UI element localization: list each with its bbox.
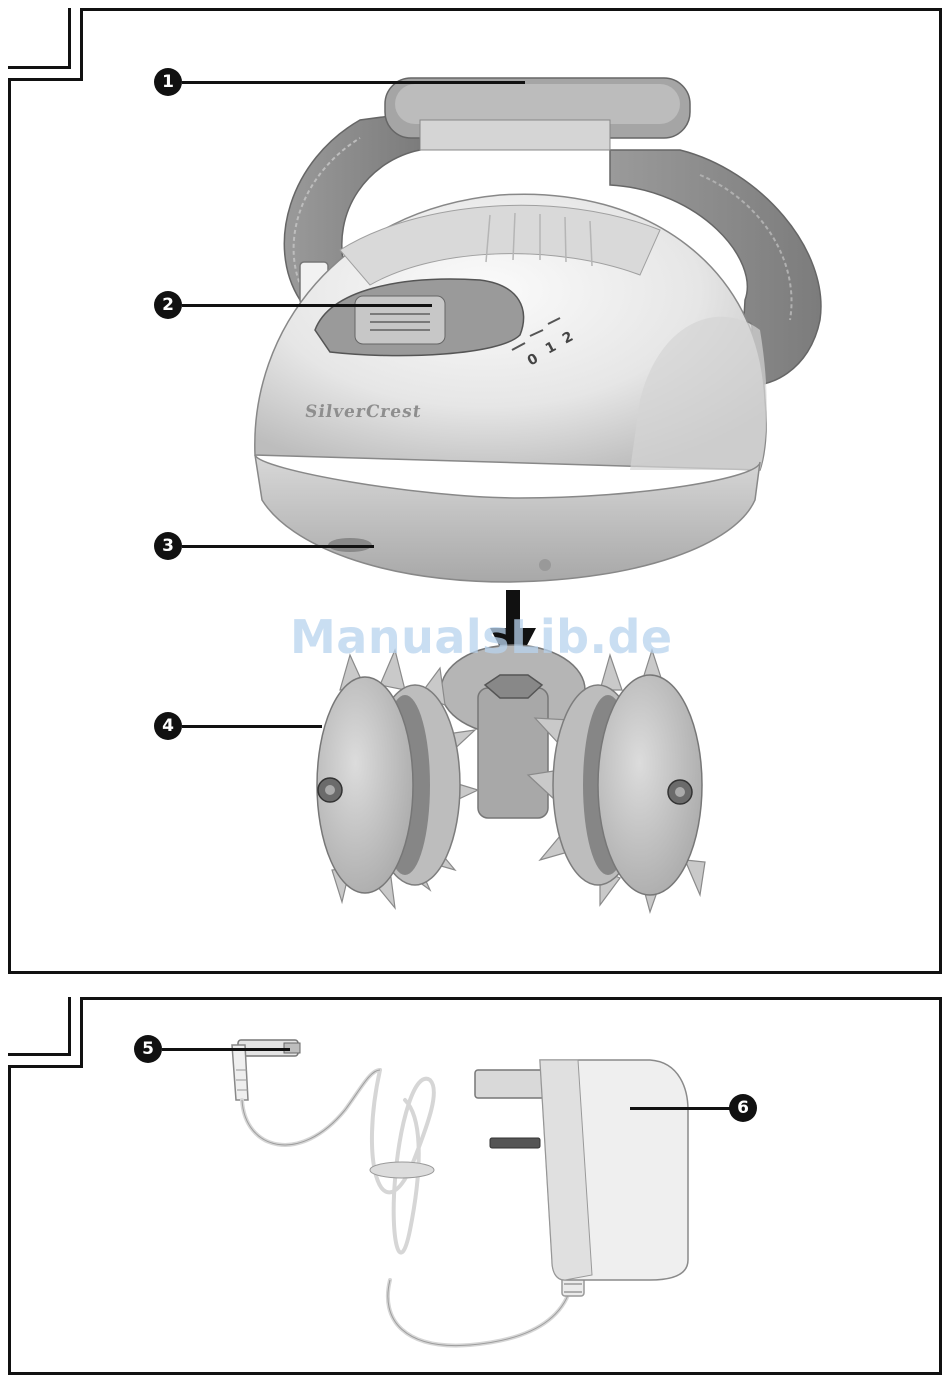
- leader-line-4: [182, 725, 322, 728]
- callout-2: 2: [154, 291, 182, 319]
- roller-attachment: [317, 645, 705, 912]
- callout-3: 3: [154, 532, 182, 560]
- callout-5: 5: [134, 1035, 162, 1063]
- callout-4: 4: [154, 712, 182, 740]
- brand-logo: SilverCrest: [304, 402, 423, 422]
- callout-1: 1: [154, 68, 182, 96]
- leader-line-1: [182, 81, 525, 84]
- leader-line-5: [162, 1048, 290, 1051]
- leader-line-3: [182, 545, 374, 548]
- leader-line-2: [182, 304, 432, 307]
- massager-illustration: [0, 0, 950, 980]
- callout-6: 6: [729, 1094, 757, 1122]
- handle-grip: [385, 78, 690, 150]
- leader-line-6: [630, 1107, 730, 1110]
- watermark: ManualsLib.de: [290, 610, 673, 664]
- figure-number-box-b: [8, 997, 83, 1068]
